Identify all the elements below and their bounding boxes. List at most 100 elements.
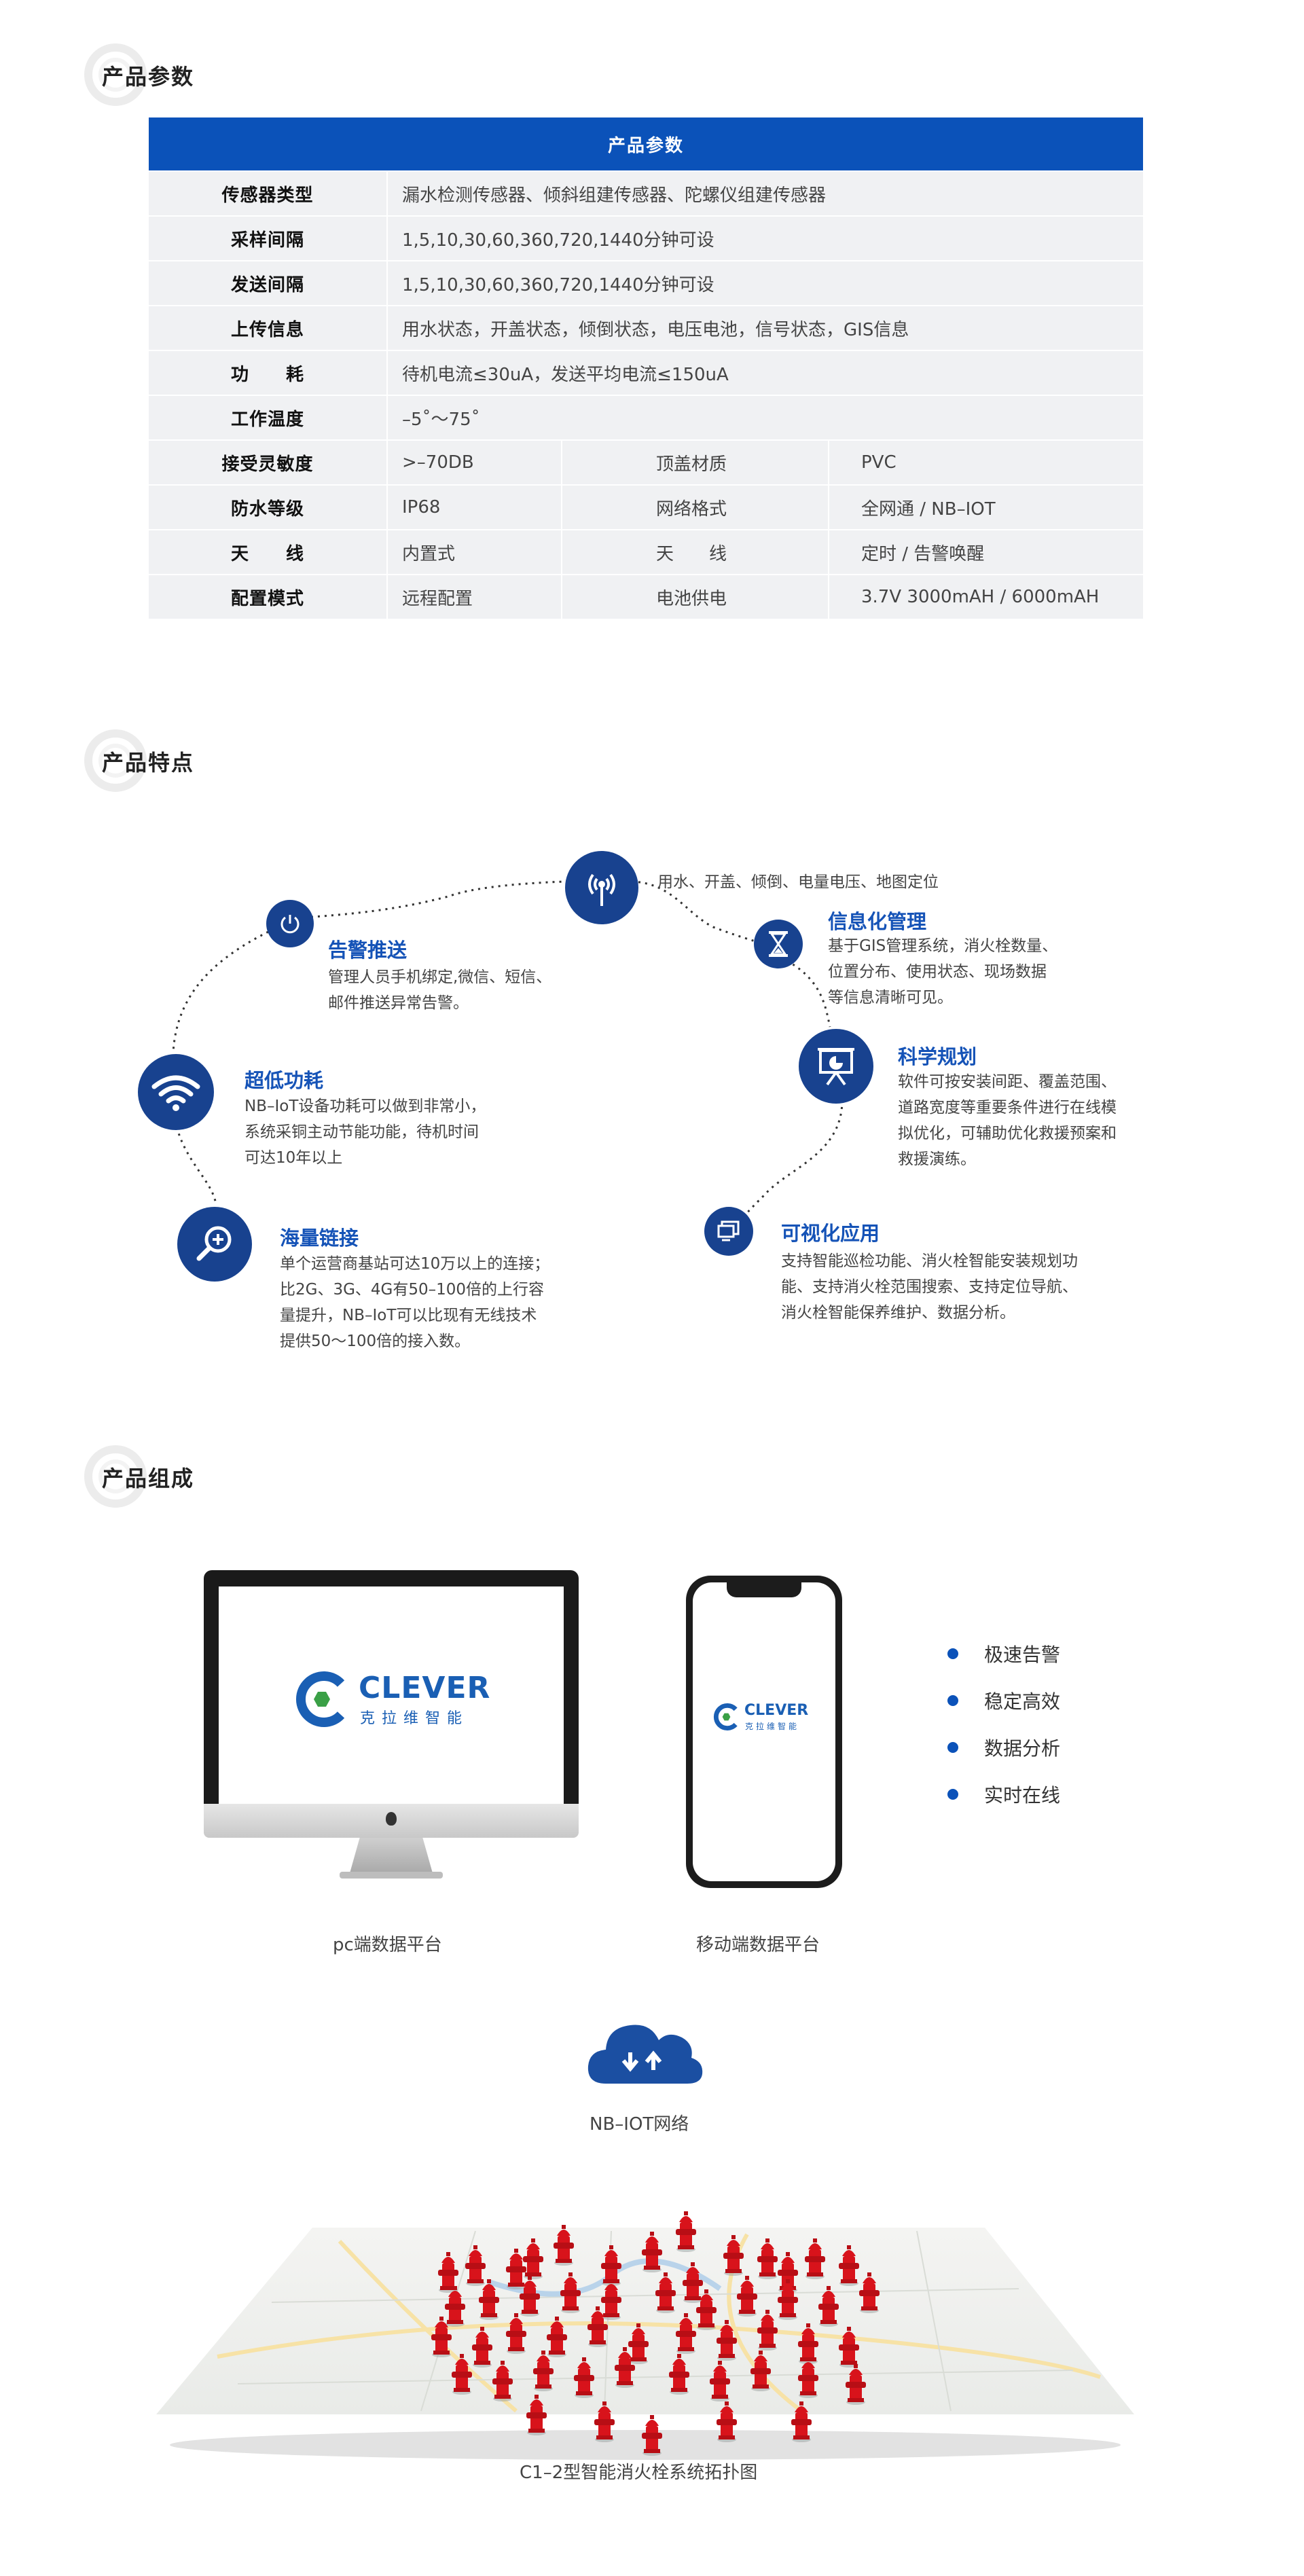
fire-hydrant-icon xyxy=(492,2361,513,2401)
row-label: 防水等级 xyxy=(230,498,304,520)
fire-hydrant-icon xyxy=(818,2286,839,2327)
presentation-chart-icon xyxy=(818,1048,854,1086)
row-label: 工作温度 xyxy=(230,409,304,430)
section-title: 产品组成 xyxy=(102,1466,195,1491)
row-value: 定时 / 告警唤醒 xyxy=(861,543,985,564)
table-row: 工作温度–5˚～75˚ xyxy=(149,396,1143,439)
pc-caption: pc端数据平台 xyxy=(333,1935,442,1955)
row-label: 上传信息 xyxy=(230,319,304,340)
table-row: 功 耗 待机电流≤30uA，发送平均电流≤150uA xyxy=(149,351,1143,395)
fire-hydrant-icon xyxy=(696,2289,717,2330)
row-value: 用水状态，开盖状态，倾倒状态，电压电池，信号状态，GIS信息 xyxy=(402,319,909,340)
fire-hydrant-icon xyxy=(717,2320,737,2361)
fire-hydrant-icon xyxy=(750,2351,771,2391)
network-caption: NB–IOT网络 xyxy=(590,2114,689,2135)
link-node xyxy=(177,1207,252,1282)
section-title: 产品特点 xyxy=(102,750,195,776)
feature-power-title: 超低功耗 xyxy=(244,1069,324,1092)
table-row: 传感器类型 漏水检测传感器、倾斜组建传感器、陀螺仪组建传感器 xyxy=(149,172,1143,215)
fire-hydrant-icon xyxy=(676,2211,696,2252)
section-title: 产品参数 xyxy=(102,64,195,90)
table-row: 天 线内置式天 线定时 / 告警唤醒 xyxy=(149,530,1143,574)
hourglass-icon xyxy=(769,931,788,957)
fire-hydrant-icon xyxy=(839,2245,859,2286)
bullet-item: 数据分析 xyxy=(947,1734,1060,1761)
fire-hydrant-icon xyxy=(628,2323,649,2364)
row-value: 全网通 / NB–IOT xyxy=(861,498,996,520)
fire-hydrant-icon xyxy=(560,2272,581,2313)
row-value: IP68 xyxy=(402,497,441,518)
magnifier-plus-icon xyxy=(196,1226,232,1261)
clever-logo-small: CLEVER 克拉维智能 xyxy=(712,1698,820,1739)
wifi-icon xyxy=(151,1075,200,1111)
fire-hydrant-icon xyxy=(669,2354,689,2395)
fire-hydrant-icon xyxy=(465,2245,486,2286)
apple-logo-icon xyxy=(386,1812,397,1826)
monitor-icon xyxy=(717,1220,740,1241)
row-label: 采样间隔 xyxy=(230,230,304,251)
clever-logo: CLEVER 克拉维智能 xyxy=(292,1665,509,1733)
fire-hydrant-icon xyxy=(533,2351,554,2391)
fire-hydrant-icon xyxy=(737,2276,757,2317)
row-value: 待机电流≤30uA，发送平均电流≤150uA xyxy=(402,364,729,385)
fire-hydrant-icon xyxy=(554,2225,574,2266)
cloud-upload-download-icon xyxy=(587,2025,703,2084)
hydrant-map xyxy=(156,2211,1134,2460)
row-label: 功 耗 xyxy=(230,364,304,385)
fire-hydrant-icon xyxy=(506,2249,526,2289)
section-header-features: 产品特点 xyxy=(82,727,489,808)
table-row: 发送间隔 1,5,10,30,60,360,720,1440分钟可设 xyxy=(149,261,1143,305)
ring-decoration-icon xyxy=(84,1445,147,1508)
row-value: 漏水检测传感器、倾斜组建传感器、陀螺仪组建传感器 xyxy=(402,185,827,206)
fire-hydrant-icon xyxy=(710,2361,730,2401)
fire-hydrant-icon xyxy=(723,2235,744,2276)
feature-plan-title: 科学规划 xyxy=(898,1045,977,1068)
row-value: >–70DB xyxy=(402,452,474,473)
row-label: 传感器类型 xyxy=(221,185,314,206)
fire-hydrant-icon xyxy=(655,2272,676,2313)
top-note: 用水、开盖、倾倒、电量电压、地图定位 xyxy=(657,873,939,891)
fire-hydrant-icon xyxy=(839,2327,859,2368)
fire-hydrant-icon xyxy=(574,2357,594,2398)
bullet-item: 实时在线 xyxy=(947,1781,1060,1808)
row-value: 远程配置 xyxy=(402,588,473,609)
table-header: 产品参数 xyxy=(149,117,1143,170)
fire-hydrant-icon xyxy=(601,2279,621,2320)
ring-decoration-icon xyxy=(84,43,147,106)
mobile-phone: CLEVER 克拉维智能 xyxy=(686,1576,842,1888)
feature-power-desc: NB–IoT设备功耗可以做到非常小，系统采铜主动节能功能，待机时间可达10年以上 xyxy=(244,1097,486,1167)
fire-hydrant-icon xyxy=(642,2232,662,2272)
feature-alarm-desc: 管理人员手机绑定,微信、短信、邮件推送异常告警。 xyxy=(328,968,552,1012)
row-value: 内置式 xyxy=(402,543,456,564)
fire-hydrant-icon xyxy=(445,2286,465,2327)
row-value: 3.7V 3000mAH / 6000mAH xyxy=(861,587,1100,607)
feature-link-desc: 单个运营商基站可达10万以上的连接；比2G、3G、4G有50–100倍的上行容量… xyxy=(280,1255,550,1350)
fire-hydrant-icon xyxy=(479,2279,499,2320)
fire-hydrant-icon xyxy=(526,2395,547,2435)
fire-hydrant-icon xyxy=(717,2401,737,2442)
power-node xyxy=(138,1054,214,1130)
fire-hydrant-icon xyxy=(683,2262,703,2303)
fire-hydrant-icon xyxy=(587,2306,608,2347)
fire-hydrant-icon xyxy=(798,2357,818,2398)
bullet-item: 极速告警 xyxy=(947,1640,1060,1667)
row-label: 配置模式 xyxy=(230,588,304,609)
clever-c-mark-icon xyxy=(713,1703,738,1731)
feature-plan-desc: 软件可按安装间距、覆盖范围、道路宽度等重要条件进行在线模拟优化，可辅助优化救援预… xyxy=(898,1073,1117,1168)
fire-hydrant-icon xyxy=(805,2238,825,2279)
map-caption: C1–2型智能消火栓系统拓扑图 xyxy=(520,2463,758,2483)
antenna-node xyxy=(565,851,638,924)
fire-hydrant-icon xyxy=(676,2313,696,2354)
fire-hydrant-icon xyxy=(642,2415,662,2456)
fire-hydrant-icon xyxy=(778,2279,798,2320)
row-value: 1,5,10,30,60,360,720,1440分钟可设 xyxy=(402,274,714,295)
antenna-signal-icon xyxy=(588,873,615,906)
section-header-composition: 产品组成 xyxy=(82,1443,489,1524)
clever-c-mark-icon xyxy=(295,1671,345,1727)
fire-hydrant-icon xyxy=(520,2276,540,2317)
row-label: 发送间隔 xyxy=(230,274,304,295)
feature-visual-desc: 支持智能巡检功能、消火栓智能安装规划功能、支持消火栓范围搜索、支持定位导航、消火… xyxy=(781,1252,1078,1322)
hydrant-markers xyxy=(431,2211,880,2456)
